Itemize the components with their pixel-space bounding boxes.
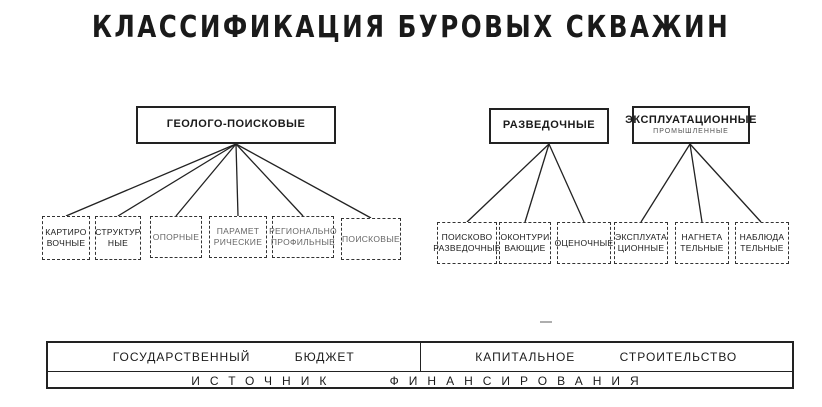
leaf-line: ПРОФИЛЬНЫЕ xyxy=(270,237,336,247)
connector-prod-2 xyxy=(689,143,703,223)
diagram-title: КЛАССИФИКАЦИЯ БУРОВЫХ СКВАЖИН xyxy=(91,10,731,45)
leaf-producing: ЭКСПЛУАТА ЦИОННЫЕ xyxy=(614,222,668,264)
production-root-label: ЭКСПЛУАТАЦИОННЫЕ xyxy=(625,113,757,126)
connector-geo-5 xyxy=(235,143,304,217)
leaf-line: КАРТИРО xyxy=(45,227,87,238)
leaf-structural: СТРУКТУР НЫЕ xyxy=(95,216,141,260)
funding-state-budget: ГОСУДАРСТВЕННЫЙ БЮДЖЕТ xyxy=(112,350,355,364)
exploration-root-box: РАЗВЕДОЧНЫЕ xyxy=(489,108,609,144)
leaf-parametric: ПАРАМЕТ РИЧЕСКИЕ xyxy=(209,216,267,258)
leaf-line: ПОИСКОВО xyxy=(441,232,493,243)
leaf-line: ВОЧНЫЕ xyxy=(46,238,86,248)
leaf-appraisal: ОЦЕНОЧНЫЕ xyxy=(554,222,614,264)
leaf-line: ЦИОННЫЕ xyxy=(617,243,665,253)
connector-prod-1 xyxy=(640,143,691,223)
leaf-mapping: КАРТИРО ВОЧНЫЕ xyxy=(42,216,90,260)
connector-geo-2 xyxy=(117,143,237,217)
connector-geo-3 xyxy=(175,143,237,217)
leaf-observation: НАБЛЮДА ТЕЛЬНЫЕ xyxy=(735,222,789,264)
production-root-sublabel: ПРОМЫШЛЕННЫЕ xyxy=(653,127,729,135)
leaf-line: ВАЮЩИЕ xyxy=(504,243,546,253)
leaf-line: ПОИСКОВЫЕ xyxy=(342,233,400,244)
production-root-box: ЭКСПЛУАТАЦИОННЫЕ ПРОМЫШЛЕННЫЕ xyxy=(625,106,756,144)
leaf-line: РАЗВЕДОЧНЫЕ xyxy=(433,243,501,253)
leaf-line: ЭКСПЛУАТА xyxy=(615,232,667,243)
leaf-injection: НАГНЕТА ТЕЛЬНЫЕ xyxy=(675,222,729,264)
leaf-line: ОЦЕНОЧНЫЕ xyxy=(554,237,614,248)
leaf-line: ПАРАМЕТ xyxy=(216,226,260,237)
leaf-line: НАГНЕТА xyxy=(681,232,723,243)
connector-exp-1 xyxy=(466,143,550,223)
funding-source-label: ИСТОЧНИК ФИНАНСИРОВАНИЯ xyxy=(191,373,649,388)
leaf-line: ТЕЛЬНЫЕ xyxy=(740,243,784,253)
leaf-prospecting: ПОИСКОВЫЕ xyxy=(341,218,401,260)
funding-table: ГОСУДАРСТВЕННЫЙ БЮДЖЕТ КАПИТАЛЬНОЕ СТРОИ… xyxy=(46,341,794,389)
leaf-line: РЕГИОНАЛЬНО xyxy=(269,226,337,237)
leaf-line: ТЕЛЬНЫЕ xyxy=(680,243,724,253)
connector-geo-1 xyxy=(65,143,237,217)
leaf-line: СТРУКТУР xyxy=(95,227,141,238)
geological-root-label: ГЕОЛОГО-ПОИСКОВЫЕ xyxy=(166,118,306,131)
leaf-reference: ОПОРНЫЕ xyxy=(150,216,202,258)
leaf-regional-profile: РЕГИОНАЛЬНО ПРОФИЛЬНЫЕ xyxy=(269,216,337,258)
leaf-line: НЫЕ xyxy=(107,238,129,248)
funding-capital-construction: КАПИТАЛЬНОЕ СТРОИТЕЛЬСТВО xyxy=(419,343,793,371)
connector-geo-4 xyxy=(235,143,239,217)
connector-geo-6 xyxy=(235,143,372,219)
funding-row-top: ГОСУДАРСТВЕННЫЙ БЮДЖЕТ КАПИТАЛЬНОЕ СТРОИ… xyxy=(48,343,792,372)
leaf-line: РИЧЕСКИЕ xyxy=(213,237,263,247)
leaf-prospecting-exploration: ПОИСКОВО РАЗВЕДОЧНЫЕ xyxy=(433,222,501,264)
leaf-line: НАБЛЮДА xyxy=(739,232,785,243)
leaf-line: ОПОРНЫЕ xyxy=(152,231,200,242)
leaf-delineation: ОКОНТУРИ ВАЮЩИЕ xyxy=(499,222,551,264)
leaf-line: ОКОНТУРИ xyxy=(500,232,550,243)
geological-root-box: ГЕОЛОГО-ПОИСКОВЫЕ xyxy=(136,106,336,144)
exploration-root-label: РАЗВЕДОЧНЫЕ xyxy=(502,119,596,132)
connector-exp-3 xyxy=(548,143,585,223)
connector-exp-2 xyxy=(524,143,550,223)
connector-prod-3 xyxy=(689,143,762,223)
